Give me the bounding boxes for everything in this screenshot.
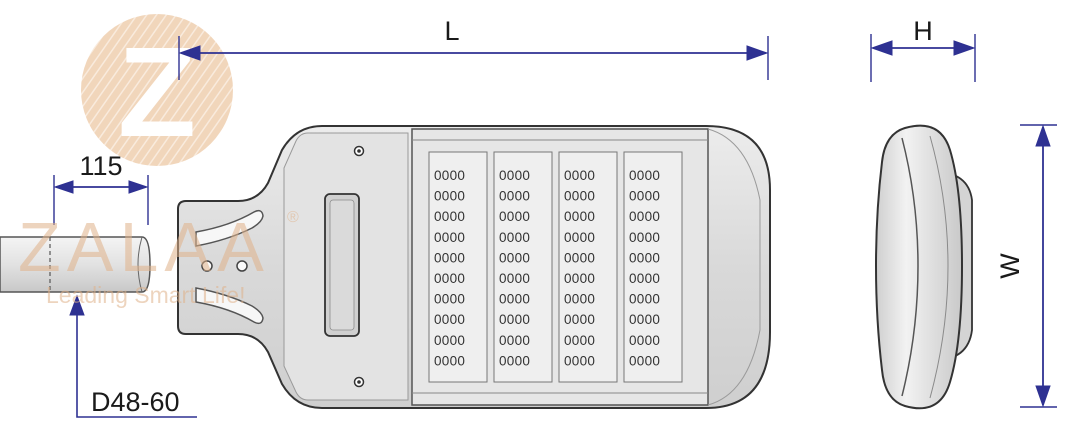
- dim-L-arrow-right: [746, 45, 769, 61]
- led-module-2: [493, 151, 553, 383]
- dim-H-arrow-right: [953, 40, 976, 56]
- dim-D-leader: [76, 300, 197, 418]
- dim-H-label: H: [913, 16, 933, 46]
- luminaire-top-view: 0000 0000 0000 0000 0000 0000 0000 0000 0000 0000…: [177, 125, 771, 409]
- led-row: 0000: [629, 189, 660, 204]
- side-inner-contour-2: [929, 135, 949, 399]
- led-row: 0000: [499, 168, 530, 183]
- led-row: 0000: [499, 189, 530, 204]
- led-module-3: [558, 151, 618, 383]
- dim-D-label: D48-60: [91, 387, 180, 417]
- dim-L-arrow-left: [178, 45, 201, 61]
- led-row: 0000: [564, 250, 595, 265]
- led-module-4: [623, 151, 683, 383]
- led-row: 0000: [434, 168, 465, 183]
- led-row: 0000: [564, 271, 595, 286]
- led-row: 0000: [434, 271, 465, 286]
- watermark-registered: ®: [287, 209, 299, 226]
- dim-W-arrow-bottom: [1035, 385, 1051, 408]
- led-row: 0000: [564, 168, 595, 183]
- clamp-hole-right: [236, 260, 248, 272]
- led-row: 0000: [564, 312, 595, 327]
- led-row: 0000: [629, 230, 660, 245]
- driver-cover-inner: [329, 199, 355, 331]
- dim-L-label: L: [444, 16, 459, 46]
- led-module-array: 0000 0000 0000 0000 0000 0000 0000 0000 0000 0000…: [428, 151, 683, 383]
- watermark-text: ZALAA ® Leading Smart Life!: [18, 208, 299, 308]
- led-row: 0000: [434, 312, 465, 327]
- led-row: 0000: [434, 209, 465, 224]
- side-inner-contour: [901, 137, 919, 397]
- pole-pipe: [0, 236, 151, 293]
- pipe-end-curve: [137, 236, 143, 293]
- led-row: 0000: [629, 312, 660, 327]
- screw-bottom: [353, 376, 365, 388]
- led-row: 0000: [499, 271, 530, 286]
- clamp-slot-lower: [195, 287, 264, 325]
- led-row: 0000: [564, 209, 595, 224]
- watermark-tagline: Leading Smart Life!: [46, 282, 245, 308]
- clamp-slot-upper: [195, 209, 264, 247]
- led-row: 0000: [629, 333, 660, 348]
- led-row: 0000: [564, 292, 595, 307]
- led-row: 0000: [629, 250, 660, 265]
- led-row: 0000: [564, 189, 595, 204]
- dim-W-arrow-top: [1035, 124, 1051, 147]
- led-row: 0000: [499, 333, 530, 348]
- led-row: 0000: [499, 312, 530, 327]
- watermark-logo-letter: Z: [118, 21, 196, 164]
- clamp-hole-left: [201, 260, 213, 272]
- led-row: 0000: [434, 333, 465, 348]
- led-row: 0000: [499, 292, 530, 307]
- led-row: 0000: [629, 292, 660, 307]
- led-module-1: [428, 151, 488, 383]
- dim-115-arrow-left: [53, 180, 74, 194]
- luminaire-side-view: [874, 124, 973, 410]
- led-row: 0000: [434, 250, 465, 265]
- led-row: 0000: [629, 209, 660, 224]
- led-row: 0000: [629, 353, 660, 368]
- housing-nose-inner-curve: [707, 128, 761, 406]
- led-row: 0000: [434, 230, 465, 245]
- led-row: 0000: [499, 353, 530, 368]
- led-row: 0000: [564, 353, 595, 368]
- led-row: 0000: [564, 333, 595, 348]
- dim-D-arrow: [69, 294, 85, 316]
- pipe-body: [0, 236, 151, 293]
- watermark-brand: ZALAA: [18, 208, 270, 286]
- led-row: 0000: [629, 271, 660, 286]
- led-row: 0000: [499, 230, 530, 245]
- watermark-logo: Z: [81, 14, 233, 166]
- led-row: 0000: [564, 230, 595, 245]
- led-row: 0000: [629, 168, 660, 183]
- dim-H-arrow-left: [870, 40, 893, 56]
- led-row: 0000: [434, 292, 465, 307]
- dim-115-label: 115: [79, 151, 122, 181]
- dim-W-label: W: [995, 253, 1025, 279]
- led-row: 0000: [434, 189, 465, 204]
- led-row: 0000: [499, 209, 530, 224]
- led-row: 0000: [499, 250, 530, 265]
- dimension-lines: [53, 34, 1057, 418]
- dim-115-arrow-right: [128, 180, 149, 194]
- led-row: 0000: [434, 353, 465, 368]
- screw-top: [353, 145, 365, 157]
- side-body: [874, 124, 964, 410]
